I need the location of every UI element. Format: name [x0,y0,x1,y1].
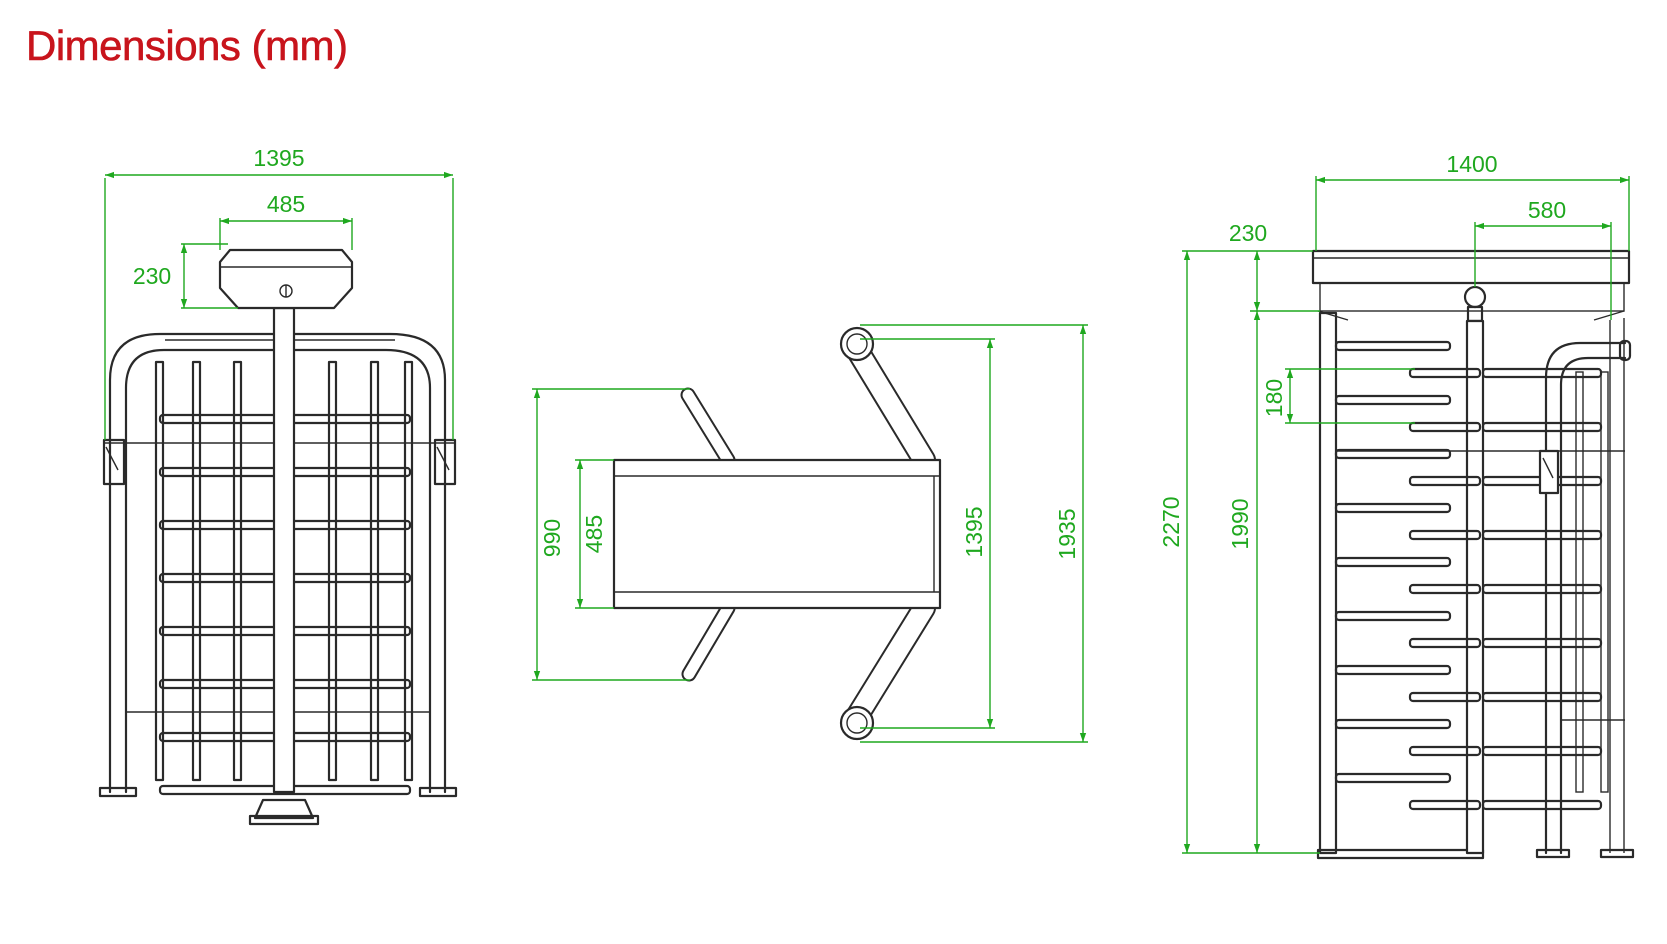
front-view [98,248,458,826]
side-total-height-label: 2270 [1158,496,1184,547]
front-overall-width-label: 1395 [253,145,304,171]
front-dimensions: 1395 485 230 [104,145,454,440]
front-top-box-width-label: 485 [267,191,305,217]
side-rotor-offset-label: 580 [1528,197,1566,223]
side-bar-spacing-label: 180 [1261,379,1287,417]
front-top-box-height-label: 230 [133,263,171,289]
top-inner-depth-label: 1395 [961,506,987,557]
side-view [1311,249,1635,860]
top-arm-span-label: 990 [539,519,565,557]
page-title: Dimensions (mm) [26,22,349,70]
top-dimensions: 990 485 1395 1935 [532,324,1088,743]
top-outer-depth-label: 1935 [1054,508,1080,559]
top-body-depth-label: 485 [581,515,607,553]
side-overall-width-label: 1400 [1446,151,1497,177]
top-view [612,326,942,741]
side-dimensions: 1400 580 230 180 1990 2270 [1158,151,1630,854]
side-canopy-height-label: 230 [1229,220,1267,246]
side-clear-height-label: 1990 [1227,498,1253,549]
